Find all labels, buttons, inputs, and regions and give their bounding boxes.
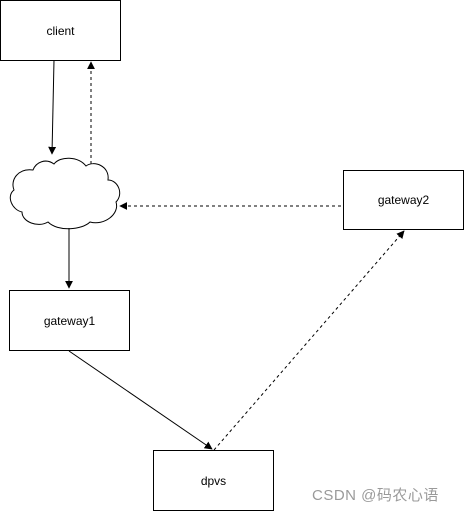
- node-dpvs: dpvs: [153, 450, 274, 511]
- watermark-text: CSDN @码农心语: [312, 487, 439, 504]
- network-cloud: [9, 157, 121, 230]
- node-gateway2: gateway2: [343, 170, 464, 230]
- node-gateway1-label: gateway1: [43, 313, 96, 328]
- node-client: client: [0, 0, 121, 61]
- edge-dpvs-to-gateway2: [213, 230, 405, 451]
- node-gateway1: gateway1: [9, 290, 130, 351]
- edge-gateway1-to-dpvs: [68, 350, 213, 450]
- node-gateway2-label: gateway2: [377, 193, 430, 207]
- node-client-label: client: [46, 23, 75, 38]
- node-dpvs-label: dpvs: [200, 473, 227, 488]
- edge-client-to-cloud: [48, 59, 57, 155]
